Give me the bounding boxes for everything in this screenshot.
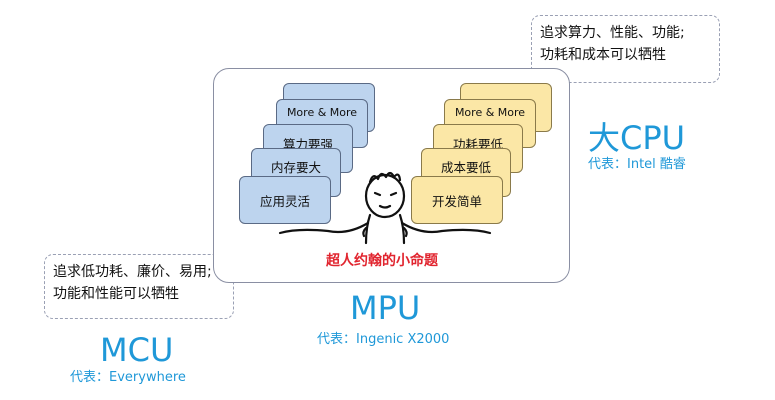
- cpu-title: 大CPU: [588, 119, 686, 157]
- right-card-more-label: More & More: [454, 106, 526, 119]
- cpu-note: 追求算力、性能、功能; 功耗和成本可以牺牲: [531, 15, 720, 83]
- left-card-1-label: 应用灵活: [259, 193, 310, 209]
- right-card-1: 开发简单: [411, 176, 503, 224]
- cpu-subtitle: 代表：Intel 酷睿: [588, 157, 686, 172]
- right-card-1-label: 开发简单: [431, 193, 482, 209]
- left-card-1: 应用灵活: [239, 176, 331, 224]
- cpu-note-line-1: 追求算力、性能、功能;: [540, 25, 685, 41]
- mcu-title: MCU: [100, 331, 174, 369]
- mcu-note-line-1: 追求低功耗、廉价、易用;: [53, 264, 212, 280]
- mpu-title: MPU: [350, 289, 421, 327]
- right-card-2-label: 成本要低: [440, 160, 491, 175]
- left-card-2-label: 内存要大: [270, 160, 321, 175]
- mpu-caption: 超人约翰的小命题: [326, 253, 438, 269]
- left-card-more-label: More & More: [286, 106, 358, 119]
- mcu-subtitle: 代表：Everywhere: [70, 370, 186, 385]
- mcu-note: 追求低功耗、廉价、易用; 功能和性能可以牺牲: [44, 254, 234, 319]
- shrugging-person-icon: [278, 171, 492, 245]
- mpu-subtitle: 代表：Ingenic X2000: [317, 332, 450, 347]
- cpu-note-line-2: 功耗和成本可以牺牲: [540, 47, 666, 63]
- mcu-note-line-2: 功能和性能可以牺牲: [53, 286, 179, 302]
